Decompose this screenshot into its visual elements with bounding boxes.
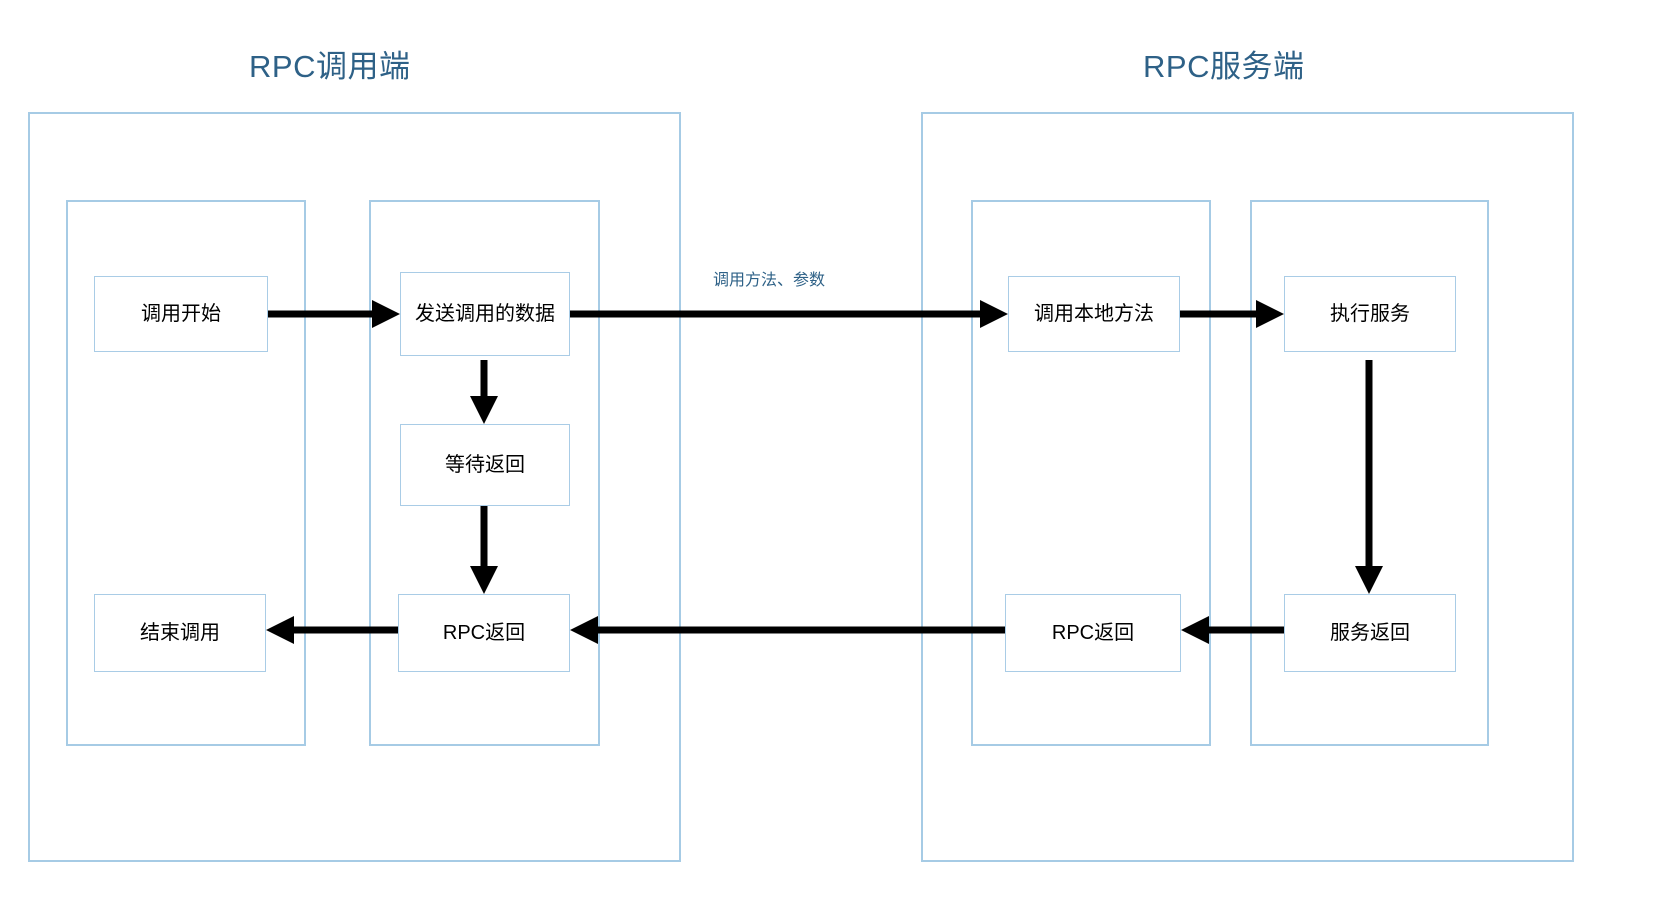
node-rpc-return-client[interactable]: RPC返回 — [398, 594, 570, 672]
server-inner-container-left — [971, 200, 1211, 746]
node-rpc-return-server[interactable]: RPC返回 — [1005, 594, 1181, 672]
node-wait-return[interactable]: 等待返回 — [400, 424, 570, 506]
node-call-local-method[interactable]: 调用本地方法 — [1008, 276, 1180, 352]
node-call-end[interactable]: 结束调用 — [94, 594, 266, 672]
node-send-call-data[interactable]: 发送调用的数据 — [400, 272, 570, 356]
server-outer-container — [921, 112, 1574, 862]
node-call-start[interactable]: 调用开始 — [94, 276, 268, 352]
server-side-title: RPC服务端 — [1143, 49, 1305, 84]
client-outer-container — [28, 112, 681, 862]
client-side-title: RPC调用端 — [249, 49, 411, 84]
node-execute-service[interactable]: 执行服务 — [1284, 276, 1456, 352]
edge-label-call-params: 调用方法、参数 — [713, 272, 826, 289]
client-inner-container-left — [66, 200, 306, 746]
client-inner-container-right — [369, 200, 600, 746]
server-inner-container-right — [1250, 200, 1489, 746]
node-service-return[interactable]: 服务返回 — [1284, 594, 1456, 672]
